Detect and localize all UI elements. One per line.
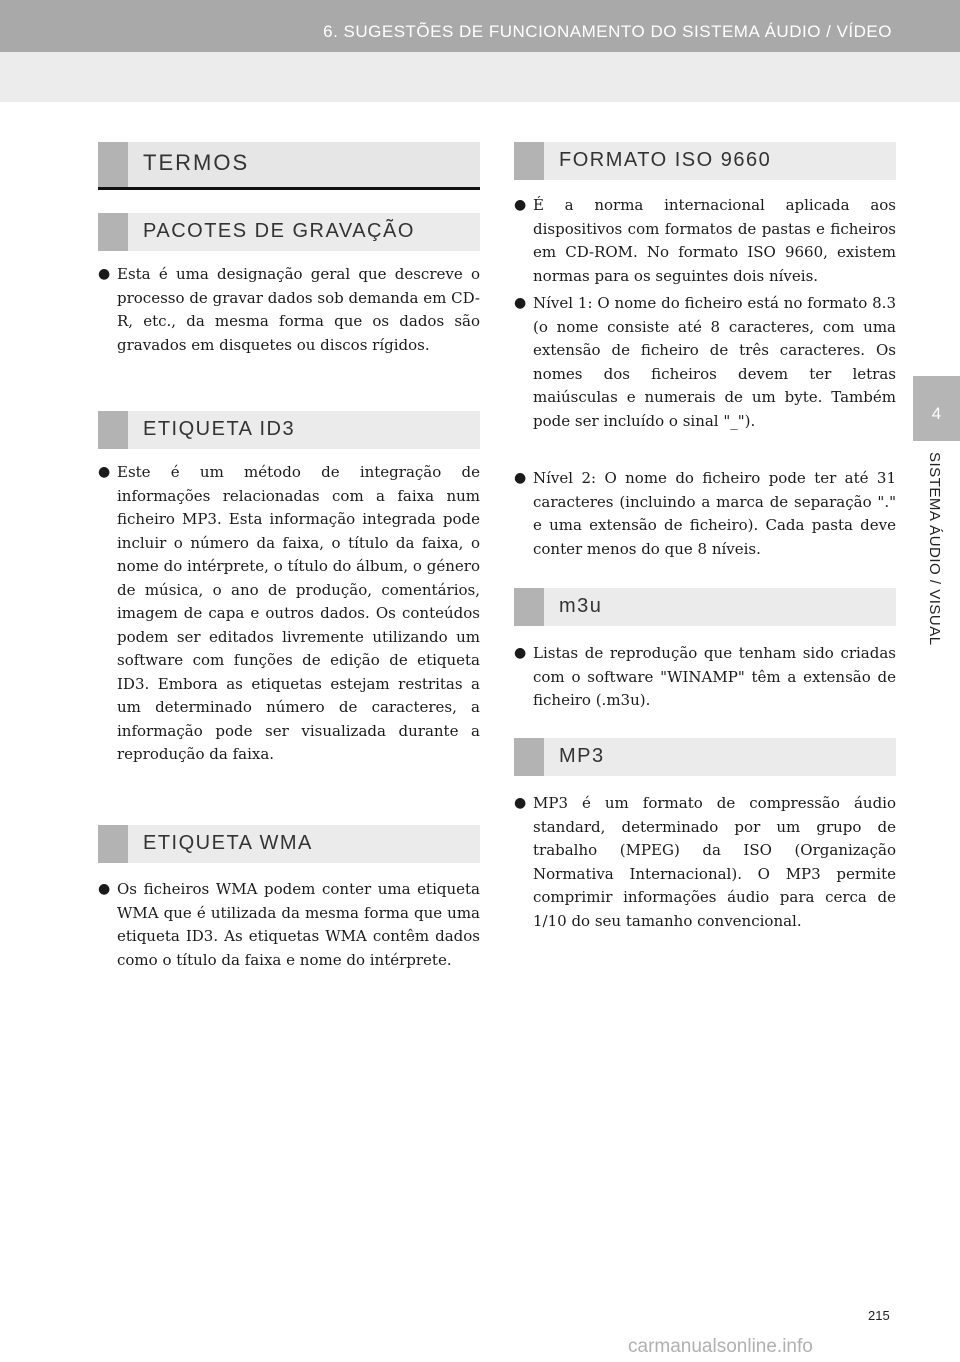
chapter-tab-number: 4 [931, 404, 942, 423]
paragraph-wma: ● Os ficheiros WMA podem conter uma etiq… [98, 878, 480, 972]
paragraph-m3u: ● Listas de reprodução que tenham sido c… [514, 642, 896, 713]
heading-marker [98, 825, 128, 863]
heading-etiqueta-id3: ETIQUETA ID3 [98, 411, 480, 449]
bullet-icon: ● [514, 470, 527, 486]
heading-marker [514, 738, 544, 776]
heading-label: PACOTES DE GRAVAÇÃO [143, 220, 415, 242]
paragraph-text: Esta é uma designação geral que descreve… [117, 265, 480, 354]
chapter-title: 6. SUGESTÕES DE FUNCIONAMENTO DO SISTEMA… [323, 22, 892, 41]
chapter-tab[interactable]: 4 [913, 376, 960, 441]
page-number: 215 [868, 1308, 890, 1323]
heading-termos: TERMOS [98, 142, 480, 190]
bullet-icon: ● [514, 295, 527, 311]
header-band [0, 52, 960, 102]
paragraph-mp3: ● MP3 é um formato de compressão áudio s… [514, 792, 896, 933]
bullet-icon: ● [98, 881, 111, 897]
heading-termos-label: TERMOS [143, 150, 250, 175]
paragraph-text: Este é um método de integração de inform… [117, 463, 480, 763]
paragraph-text: É a norma internacional aplicada aos dis… [533, 196, 896, 285]
paragraph-text: Nível 2: O nome do ficheiro pode ter até… [533, 469, 896, 558]
paragraph-iso-2: ● Nível 1: O nome do ficheiro está no fo… [514, 292, 896, 433]
paragraph-text: Listas de reprodução que tenham sido cri… [533, 644, 896, 709]
heading-marker [98, 411, 128, 449]
heading-etiqueta-wma: ETIQUETA WMA [98, 825, 480, 863]
bullet-icon: ● [514, 795, 527, 811]
heading-label: FORMATO ISO 9660 [559, 149, 772, 171]
watermark: carmanualsonline.info [628, 1336, 813, 1357]
heading-label: ETIQUETA ID3 [143, 418, 296, 440]
paragraph-iso-1: ● É a norma internacional aplicada aos d… [514, 194, 896, 288]
bullet-icon: ● [98, 464, 111, 480]
bullet-icon: ● [98, 266, 111, 282]
heading-pacotes-de-gravacao: PACOTES DE GRAVAÇÃO [98, 213, 480, 251]
heading-formato-iso-9660: FORMATO ISO 9660 [514, 142, 896, 180]
heading-marker [98, 213, 128, 251]
heading-marker [514, 588, 544, 626]
paragraph-text: Nível 1: O nome do ficheiro está no form… [533, 294, 896, 430]
bullet-icon: ● [514, 197, 527, 213]
heading-marker [98, 142, 128, 187]
paragraph-id3: ● Este é um método de integração de info… [98, 461, 480, 767]
paragraph-text: MP3 é um formato de compressão áudio sta… [533, 794, 896, 930]
heading-m3u: m3u [514, 588, 896, 626]
heading-mp3: MP3 [514, 738, 896, 776]
bullet-icon: ● [514, 645, 527, 661]
paragraph-pacotes: ● Esta é uma designação geral que descre… [98, 263, 480, 357]
paragraph-iso-3: ● Nível 2: O nome do ficheiro pode ter a… [514, 467, 896, 561]
heading-label: MP3 [559, 745, 605, 767]
chapter-side-title: SISTEMA ÁUDIO / VISUAL [926, 452, 943, 646]
header-bar: 6. SUGESTÕES DE FUNCIONAMENTO DO SISTEMA… [0, 0, 960, 52]
heading-label: m3u [559, 595, 603, 617]
heading-label: ETIQUETA WMA [143, 832, 313, 854]
paragraph-text: Os ficheiros WMA podem conter uma etique… [117, 880, 480, 969]
heading-marker [514, 142, 544, 180]
